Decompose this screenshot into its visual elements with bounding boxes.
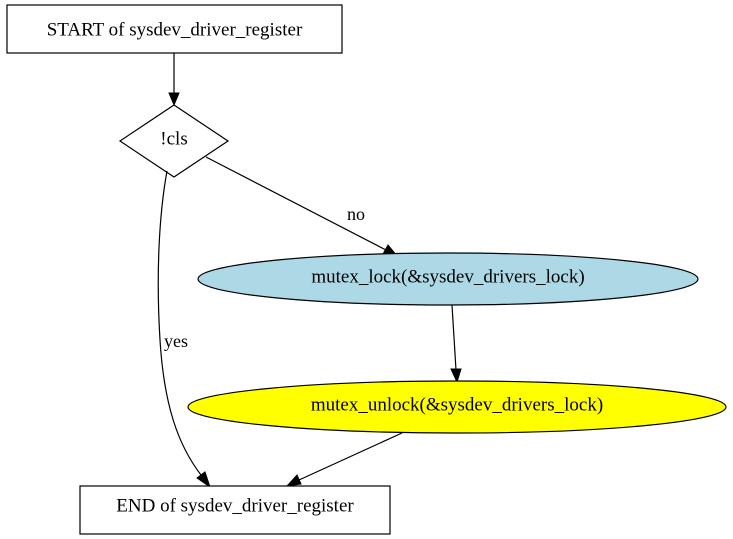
lock-node-label: mutex_lock(&sysdev_drivers_lock): [311, 267, 584, 288]
end-node-label: END of sysdev_driver_register: [116, 496, 354, 517]
decision-node-label: !cls: [160, 129, 187, 150]
arrowhead: [450, 368, 462, 384]
unlock-node-label: mutex_unlock(&sysdev_drivers_lock): [311, 395, 603, 416]
unlock-node: mutex_unlock(&sysdev_drivers_lock): [187, 380, 727, 434]
edge-decision-yes: yes: [157, 170, 211, 489]
lock-node: mutex_lock(&sysdev_drivers_lock): [197, 252, 699, 306]
start-node-label: START of sysdev_driver_register: [47, 20, 303, 41]
arrowhead: [168, 92, 180, 107]
edge-decision-no: no: [205, 156, 399, 257]
edge-lock-to-unlock: [450, 304, 462, 384]
edge-unlock-to-end: [285, 432, 403, 487]
end-node: END of sysdev_driver_register: [79, 485, 391, 535]
decision-node: !cls: [118, 104, 230, 178]
arrowhead: [285, 474, 302, 487]
edge-label-no: no: [347, 204, 365, 224]
edge-label-yes: yes: [164, 331, 188, 351]
start-node: START of sysdev_driver_register: [6, 4, 343, 54]
arrowhead: [196, 471, 211, 489]
edge-start-to-decision: [168, 53, 180, 107]
